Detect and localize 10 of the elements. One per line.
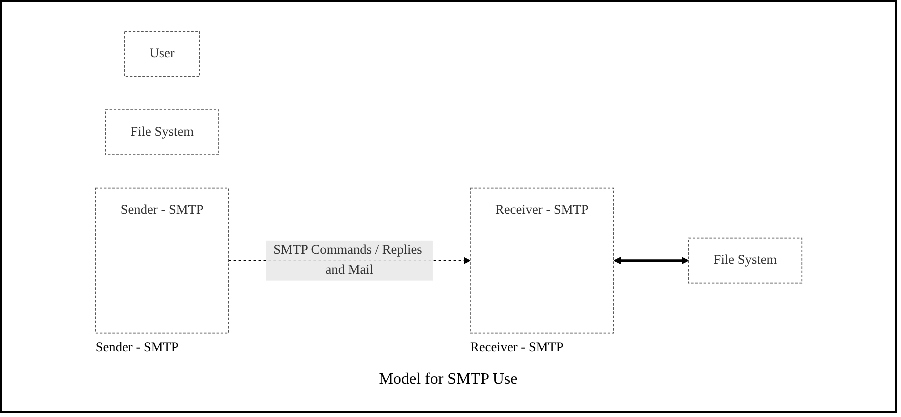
- arrow: [613, 256, 689, 264]
- node-box: File System: [104, 109, 219, 155]
- node-box: Receiver - SMTP: [470, 187, 614, 334]
- node-caption: Sender - SMTP: [95, 339, 178, 354]
- node-box: User: [124, 30, 200, 77]
- edge-label: SMTP Commands / Replies and Mail: [273, 242, 422, 277]
- node-box: File System: [688, 237, 802, 284]
- node-box: Sender - SMTP: [94, 187, 229, 334]
- diagram-caption: Model for SMTP Use: [379, 370, 518, 388]
- node-caption: Receiver - SMTP: [470, 339, 564, 354]
